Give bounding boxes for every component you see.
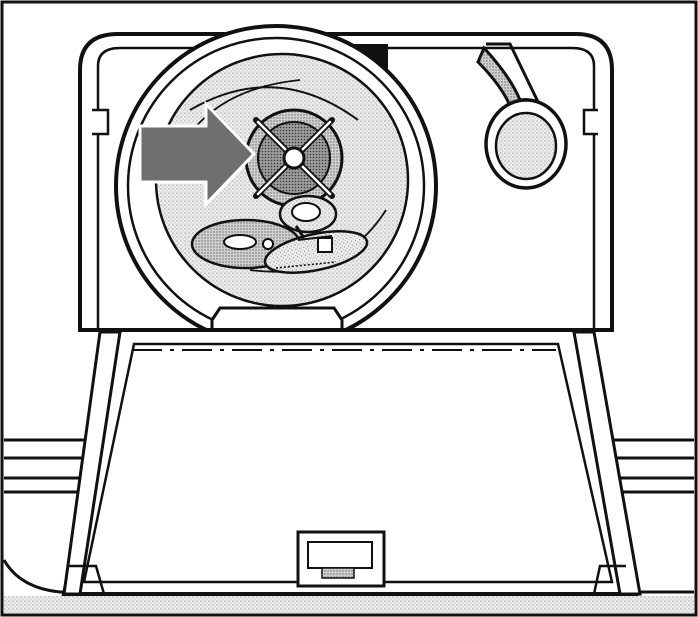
open-service-flap	[61, 328, 642, 596]
direction-arrow-icon	[138, 100, 257, 208]
floor-stipple	[4, 596, 694, 613]
coins-in-filter-icon	[190, 194, 369, 274]
compartment-side-notch-right	[582, 108, 598, 136]
flap-latch-icon	[296, 530, 386, 588]
emergency-drain-hose-icon	[476, 42, 568, 190]
filter-grille	[244, 108, 344, 208]
compartment-side-notch-left	[92, 108, 110, 136]
